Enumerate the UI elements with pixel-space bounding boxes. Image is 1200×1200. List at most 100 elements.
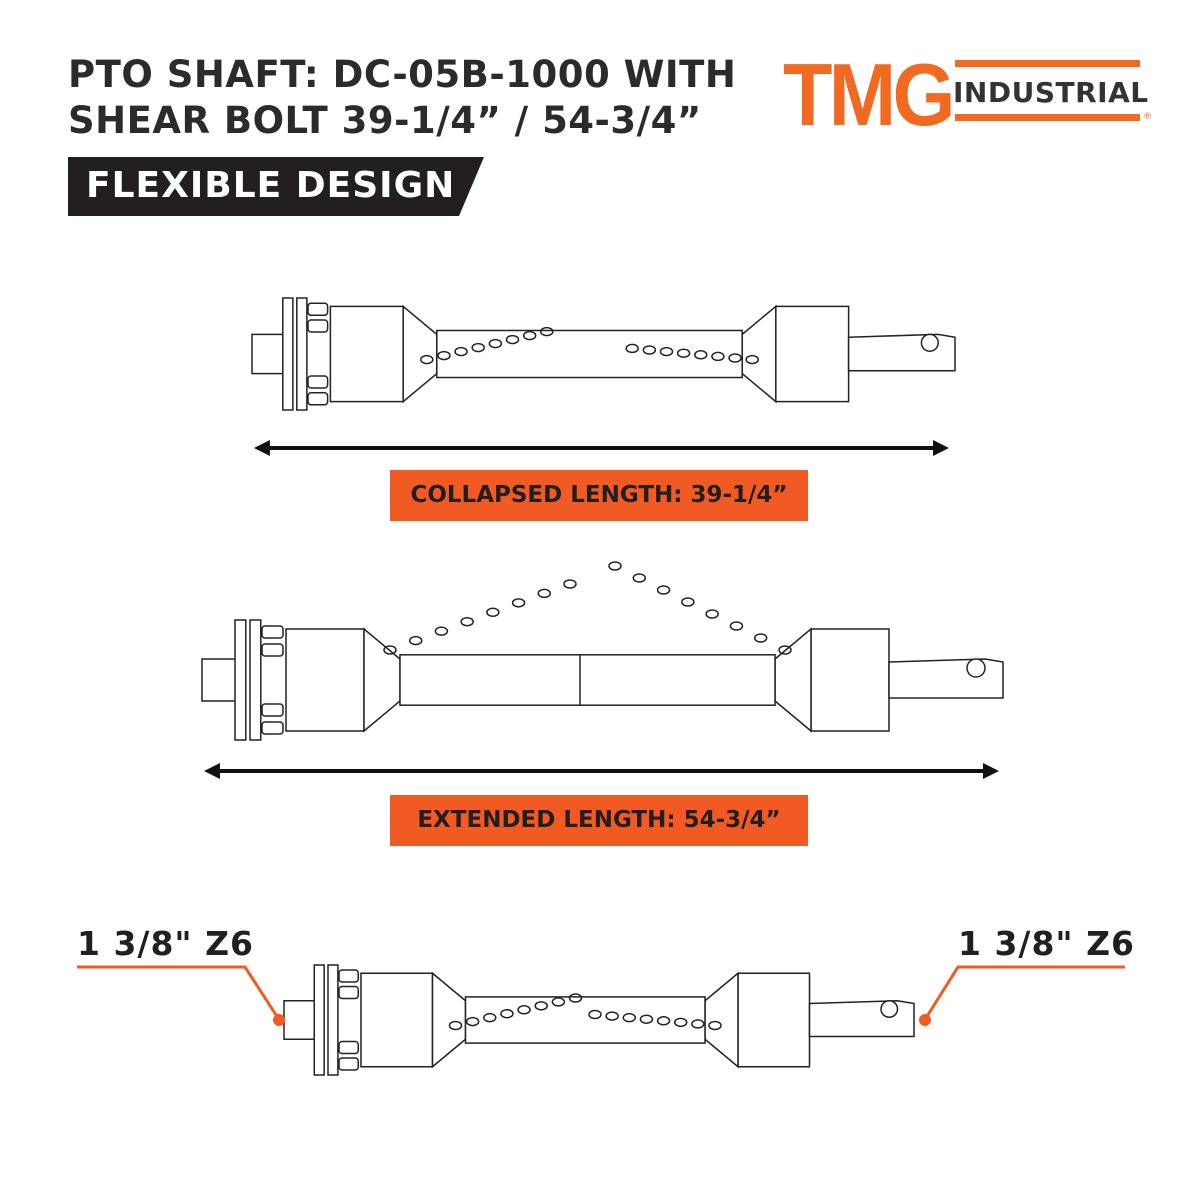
shear-bolt bbox=[261, 625, 284, 639]
flange-plate bbox=[234, 619, 247, 741]
yoke-hub bbox=[251, 333, 287, 375]
tractor-yoke bbox=[847, 333, 956, 372]
logo-brand: TMG bbox=[783, 45, 956, 144]
collapsed-dimension-arrow-head-left bbox=[254, 440, 270, 456]
guard-bell bbox=[810, 628, 890, 732]
safety-chain-link bbox=[778, 645, 792, 655]
safety-chain-link bbox=[639, 1014, 654, 1024]
yoke-pin bbox=[966, 658, 986, 678]
left-callout-dot bbox=[273, 1014, 285, 1026]
safety-chain-link bbox=[540, 326, 554, 337]
right-callout-leader bbox=[924, 965, 1125, 1019]
safety-chain-link bbox=[505, 334, 520, 345]
guard-bell bbox=[775, 305, 850, 403]
yoke-pin bbox=[920, 333, 939, 352]
safety-chain-link bbox=[408, 635, 423, 646]
section-banner: FLEXIBLE DESIGN bbox=[68, 157, 484, 216]
shear-bolt bbox=[307, 302, 329, 316]
tractor-yoke bbox=[808, 999, 915, 1038]
safety-chain-link bbox=[383, 645, 397, 655]
safety-chain-link bbox=[522, 330, 537, 341]
guard-cone bbox=[774, 627, 812, 733]
shaft-tube bbox=[399, 654, 776, 706]
guard-bell bbox=[737, 972, 811, 1068]
left-callout-leader bbox=[77, 965, 280, 1019]
logo-bar-bottom bbox=[955, 114, 1140, 121]
safety-chain-link bbox=[454, 346, 468, 357]
safety-chain-link bbox=[588, 1009, 602, 1020]
safety-chain-link bbox=[711, 351, 725, 362]
collapsed-length-label: COLLAPSED LENGTH: 39-1/4” bbox=[390, 470, 808, 521]
safety-chain-link bbox=[488, 338, 503, 349]
extended-dimension-arrow-head-right bbox=[983, 763, 999, 779]
safety-chain-link bbox=[568, 993, 583, 1003]
shaft-tube bbox=[436, 329, 743, 379]
shear-bolt bbox=[307, 319, 329, 333]
shear-bolt bbox=[261, 643, 284, 657]
tmg-industrial-logo: TMG INDUSTRIAL ® bbox=[783, 45, 1153, 144]
collapsed-shaft-drawing bbox=[251, 297, 956, 411]
collapsed-dimension-arrow-head-right bbox=[933, 440, 949, 456]
safety-chain-link bbox=[673, 1017, 688, 1028]
title-line-2: SHEAR BOLT 39-1/4” / 54-3/4” bbox=[68, 99, 702, 142]
shear-bolt bbox=[338, 985, 359, 1000]
shaft-tube bbox=[464, 996, 706, 1044]
safety-chain-link bbox=[681, 597, 695, 607]
flange-plate bbox=[327, 964, 339, 1076]
logo-sub: INDUSTRIAL bbox=[953, 76, 1149, 109]
flange-plate bbox=[282, 297, 294, 411]
safety-chain-link bbox=[708, 1020, 722, 1031]
safety-chain-link bbox=[486, 607, 500, 618]
shear-bolt bbox=[338, 1040, 359, 1055]
logo-bar-top bbox=[955, 60, 1140, 67]
safety-chain-link bbox=[656, 585, 671, 595]
logo-registered-mark: ® bbox=[1143, 112, 1152, 122]
yoke-pin bbox=[880, 1000, 899, 1018]
safety-chain-link bbox=[460, 616, 474, 627]
safety-chain-link bbox=[448, 1020, 463, 1031]
guard-bell bbox=[285, 628, 365, 732]
guard-bell bbox=[329, 305, 404, 403]
right-callout-dot bbox=[919, 1014, 931, 1026]
safety-chain-link bbox=[659, 346, 674, 357]
safety-chain-link bbox=[511, 598, 526, 608]
safety-chain-link bbox=[608, 561, 622, 571]
safety-chain-link bbox=[728, 353, 742, 363]
safety-chain-link bbox=[537, 588, 552, 599]
safety-chain-link bbox=[551, 997, 566, 1007]
page-title: PTO SHAFT: DC-05B-1000 WITH SHEAR BOLT 3… bbox=[68, 52, 736, 144]
safety-chain-link bbox=[642, 345, 657, 355]
safety-chain-link bbox=[465, 1016, 480, 1027]
shear-bolt bbox=[338, 969, 359, 983]
guard-bell bbox=[360, 972, 434, 1068]
extended-dimension-arrow-head-left bbox=[204, 763, 220, 779]
left-spline-callout: 1 3/8" Z6 bbox=[77, 924, 254, 963]
safety-chain-link bbox=[632, 573, 647, 583]
guard-cone bbox=[431, 971, 467, 1069]
guard-cone bbox=[402, 304, 438, 404]
title-line-1: PTO SHAFT: DC-05B-1000 WITH bbox=[68, 53, 737, 96]
safety-chain-link bbox=[434, 626, 449, 636]
yoke-hub bbox=[283, 1000, 318, 1040]
shear-bolt bbox=[307, 375, 329, 389]
shear-bolt bbox=[307, 392, 329, 406]
safety-chain-link bbox=[605, 1011, 619, 1021]
safety-chain-link bbox=[471, 342, 485, 353]
guard-cone bbox=[704, 971, 739, 1069]
safety-chain-link bbox=[656, 1016, 671, 1026]
flange-plate bbox=[249, 619, 262, 741]
extended-shaft-drawing bbox=[201, 561, 1004, 741]
yoke-hub bbox=[201, 658, 239, 702]
shaft-with-callouts-drawing bbox=[283, 964, 915, 1076]
flange-plate bbox=[296, 297, 308, 411]
safety-chain-link bbox=[705, 609, 719, 619]
extended-length-label: EXTENDED LENGTH: 54-3/4” bbox=[390, 795, 808, 846]
safety-chain-link bbox=[622, 1012, 637, 1023]
safety-chain-link bbox=[500, 1008, 514, 1019]
shear-bolt bbox=[338, 1057, 359, 1071]
safety-chain-link bbox=[625, 343, 639, 354]
safety-chain-link bbox=[534, 1001, 548, 1011]
safety-chain-link bbox=[753, 633, 768, 643]
tractor-yoke bbox=[888, 658, 1004, 699]
